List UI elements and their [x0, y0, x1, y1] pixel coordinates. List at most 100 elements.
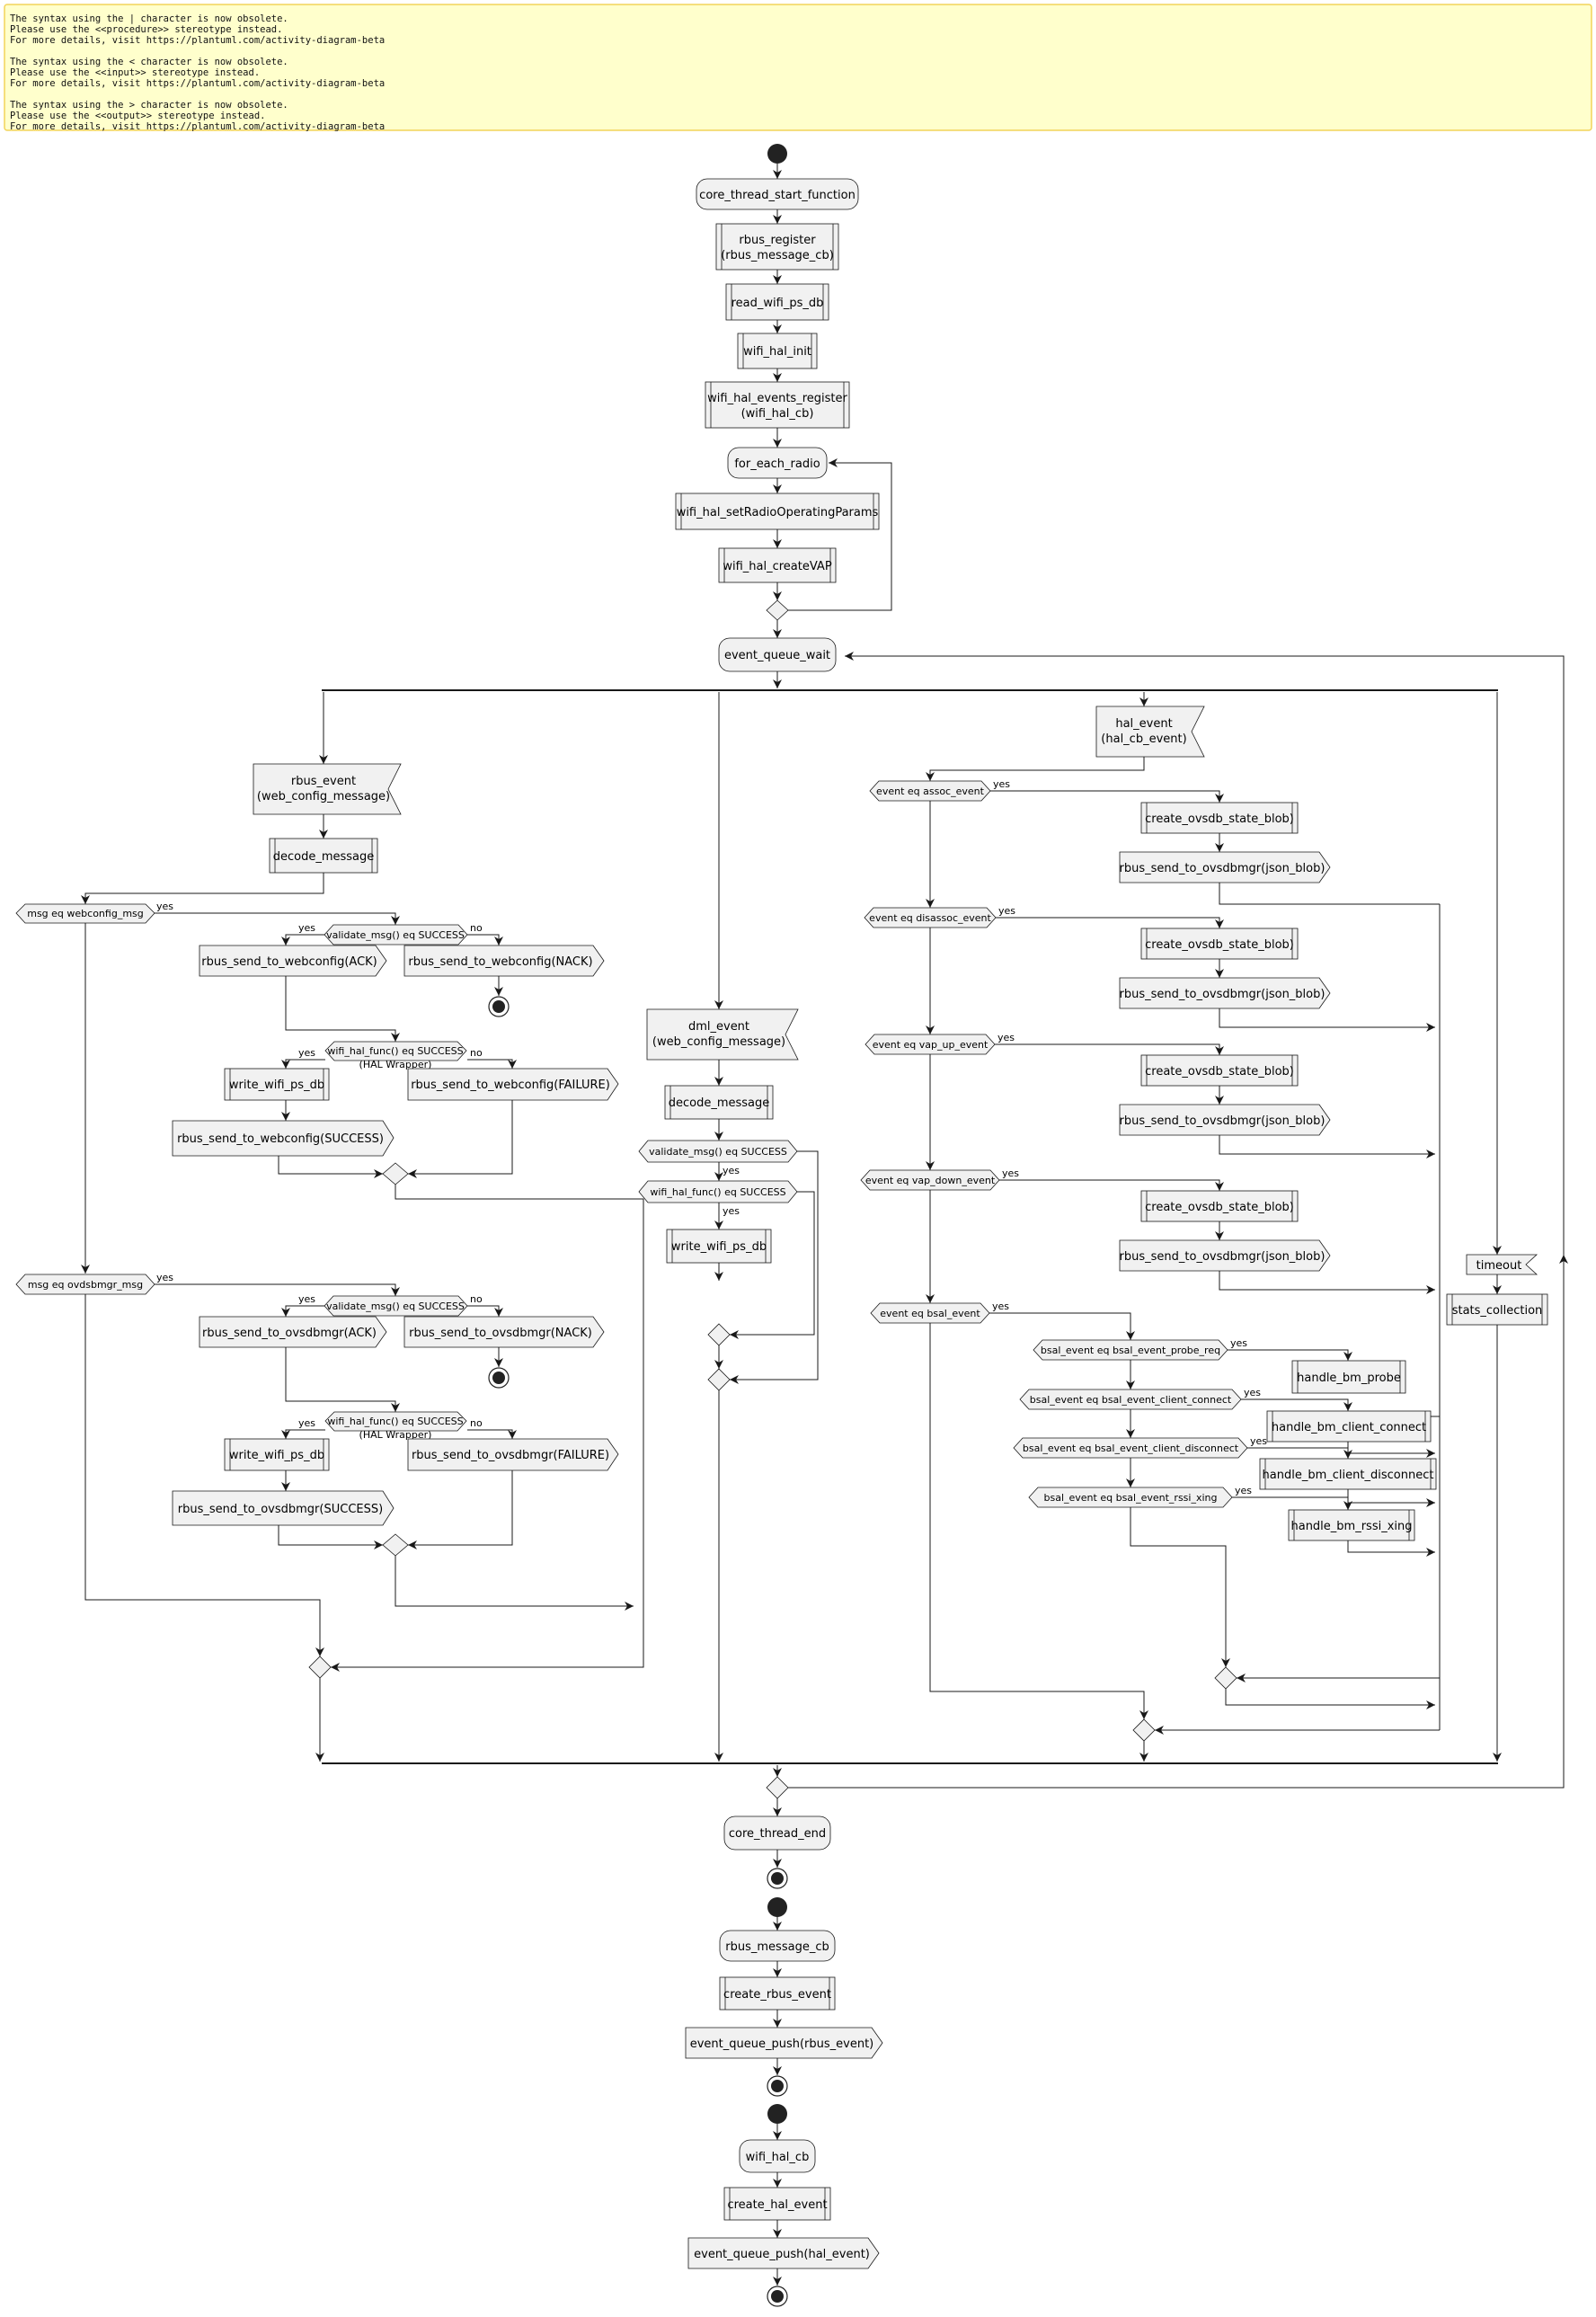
yes-label: yes: [723, 1205, 740, 1217]
node-label: stats_collection: [1452, 1304, 1543, 1318]
create-blob-node: create_ovsdb_state_blob): [1140, 928, 1299, 960]
node-label: wifi_hal_events_register: [707, 392, 847, 405]
node-label: (wifi_hal_cb): [741, 407, 814, 421]
decision-label: bsal_event eq bsal_event_client_connect: [1030, 1394, 1232, 1406]
node-label: dml_event: [688, 1020, 749, 1034]
event-queue-push-rbus-node: event_queue_push(rbus_event): [685, 2027, 883, 2059]
node-label: hal_event: [1115, 717, 1172, 731]
yes-label: yes: [723, 1165, 740, 1176]
decision-label: msg eq ovdsbmgr_msg: [28, 1279, 143, 1291]
node-label: core_thread_end: [729, 1827, 826, 1841]
client-disconnect-decision: bsal_event eq bsal_event_client_disconne…: [1013, 1437, 1248, 1459]
ovsdbmgr-nack-send-node: rbus_send_to_ovsdbmgr(NACK): [403, 1316, 605, 1348]
node-label: read_wifi_ps_db: [732, 297, 824, 310]
node-label: rbus_send_to_ovsdbmgr(json_blob): [1120, 1114, 1326, 1128]
yes-label: yes: [992, 1301, 1009, 1312]
core-thread-start-node: core_thread_start_function: [696, 178, 859, 210]
yes-label: yes: [156, 901, 173, 912]
send-blob-node: rbus_send_to_ovsdbmgr(json_blob): [1120, 851, 1331, 883]
node-label: (web_config_message): [257, 790, 390, 803]
node-label: handle_bm_probe: [1297, 1372, 1401, 1385]
vap-up-event-decision: event eq vap_up_event: [864, 1034, 996, 1055]
ovsdbmgr-success-send-node: rbus_send_to_ovsdbmgr(SUCCESS): [172, 1490, 395, 1526]
deprecation-warning-note: The syntax using the | character is now …: [4, 4, 1592, 132]
rbus-event-receive-node: rbus_event (web_config_message): [253, 763, 402, 815]
hal-events-register-node: wifi_hal_events_register (wifi_hal_cb): [705, 381, 850, 429]
node-label: event_queue_wait: [724, 649, 830, 662]
create-hal-event-node: create_hal_event: [723, 2187, 831, 2221]
end-node: [488, 996, 510, 1017]
create-vap-node: wifi_hal_createVAP: [718, 547, 837, 583]
event-queue-wait-node: event_queue_wait: [718, 637, 837, 672]
start-node: [767, 2104, 787, 2124]
merge-diamond: [382, 1162, 409, 1185]
yes-label: yes: [298, 922, 315, 934]
merge-diamond: [1214, 1666, 1237, 1690]
node-label: rbus_send_to_ovsdbmgr(json_blob): [1120, 862, 1326, 875]
node-label: timeout: [1476, 1259, 1522, 1273]
dml-decode-message-node: decode_message: [664, 1085, 774, 1120]
rbus-message-cb-node: rbus_message_cb: [719, 1930, 836, 1962]
node-label: event_queue_push(hal_event): [694, 2248, 870, 2261]
send-blob-node: rbus_send_to_ovsdbmgr(json_blob): [1120, 977, 1331, 1009]
node-label: decode_message: [273, 850, 375, 864]
rbus-register-node: rbus_register (rbus_message_cb): [715, 223, 839, 271]
merge-diamond: [308, 1656, 332, 1679]
merge-diamond: [766, 1776, 789, 1799]
end-node: [767, 1868, 788, 1889]
start-node: [767, 1897, 787, 1917]
decision-label: validate_msg() eq SUCCESS: [326, 929, 465, 941]
handle-client-disconnect-node: handle_bm_client_disconnect: [1259, 1458, 1437, 1490]
warning-line: For more details, visit https://plantuml…: [10, 35, 385, 46]
handle-client-connect-node: handle_bm_client_connect: [1266, 1410, 1432, 1443]
node-label: decode_message: [669, 1096, 770, 1110]
decision-label: validate_msg() eq SUCCESS: [649, 1146, 787, 1158]
yes-label: yes: [998, 905, 1015, 917]
webconfig-failure-send-node: rbus_send_to_webconfig(FAILURE): [407, 1068, 619, 1101]
decision-label: event eq assoc_event: [876, 786, 985, 797]
timeout-receive-node: timeout: [1466, 1254, 1538, 1275]
node-label: rbus_send_to_ovsdbmgr(SUCCESS): [178, 1503, 383, 1516]
node-label: (web_config_message): [652, 1035, 785, 1049]
decision-label: event eq disassoc_event: [869, 912, 991, 924]
yes-label: yes: [993, 778, 1010, 790]
warning-line: Please use the <<output>> stereotype ins…: [10, 111, 265, 121]
rbus-decode-message-node: decode_message: [269, 838, 378, 874]
vap-down-event-decision: event eq vap_down_event: [860, 1169, 1000, 1191]
node-label: create_ovsdb_state_blob): [1145, 1201, 1294, 1214]
warning-line: For more details, visit https://plantuml…: [10, 121, 385, 132]
ovsdbmgr-failure-send-node: rbus_send_to_ovsdbmgr(FAILURE): [407, 1438, 619, 1471]
end-node: [767, 2286, 788, 2307]
merge-diamond: [707, 1368, 731, 1391]
yes-label: yes: [998, 1032, 1015, 1043]
merge-diamond: [707, 1323, 731, 1346]
node-label: create_hal_event: [727, 2198, 827, 2212]
create-blob-node: create_ovsdb_state_blob): [1140, 1054, 1299, 1087]
node-label: rbus_send_to_webconfig(ACK): [201, 955, 377, 969]
warning-line: For more details, visit https://plantuml…: [10, 78, 385, 89]
disassoc-event-decision: event eq disassoc_event: [864, 907, 997, 928]
node-label: handle_bm_client_connect: [1272, 1421, 1426, 1434]
validate-msg-decision: validate_msg() eq SUCCESS: [324, 1295, 468, 1317]
node-label: rbus_send_to_webconfig(SUCCESS): [177, 1132, 384, 1146]
end-node: [488, 1367, 510, 1389]
merge-diamond: [766, 599, 789, 621]
node-label: create_ovsdb_state_blob): [1145, 812, 1294, 826]
node-label: (rbus_message_cb): [721, 249, 834, 262]
dml-write-ps-db-node: write_wifi_ps_db: [666, 1229, 772, 1264]
probe-req-decision: bsal_event eq bsal_event_probe_req: [1033, 1339, 1228, 1361]
wifi-hal-cb-node: wifi_hal_cb: [739, 2139, 816, 2173]
node-label: wifi_hal_createVAP: [723, 560, 831, 573]
no-label: no: [470, 922, 483, 934]
decision-label: wifi_hal_func() eq SUCCESS: [650, 1186, 785, 1198]
webconfig-msg-decision: msg eq webconfig_msg: [15, 903, 155, 924]
node-label: handle_bm_rssi_xing: [1290, 1520, 1412, 1533]
warning-line: The syntax using the > character is now …: [10, 100, 288, 111]
warning-line: Please use the <<procedure>> stereotype …: [10, 24, 282, 35]
hal-init-node: wifi_hal_init: [737, 333, 818, 369]
no-label: no: [470, 1293, 483, 1305]
yes-label: yes: [1002, 1167, 1019, 1179]
merge-diamond: [1132, 1718, 1156, 1742]
no-label: no: [470, 1047, 483, 1059]
